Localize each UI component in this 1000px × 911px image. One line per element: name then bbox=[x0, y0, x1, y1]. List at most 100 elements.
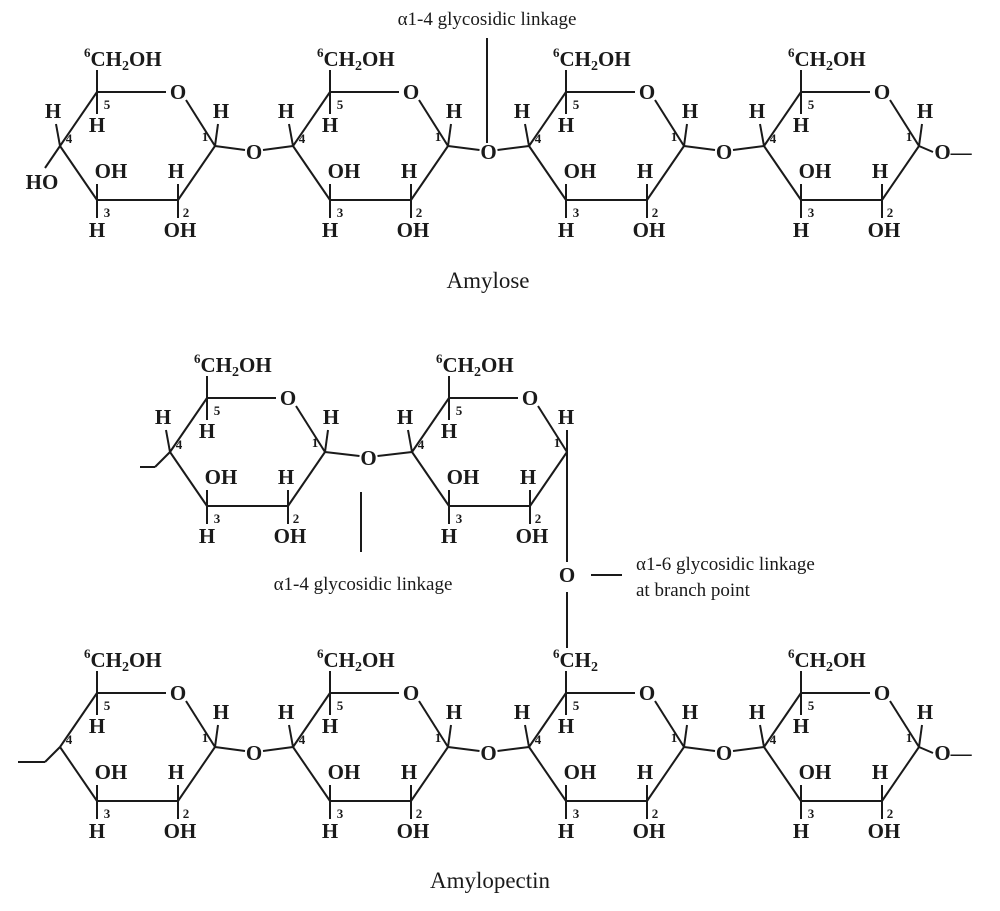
ring-amylopectin-1-bond-c3-c4 bbox=[59, 746, 98, 802]
ring-amylose-4-ch2oh-group: 6CH2OH bbox=[788, 45, 866, 74]
ring-amylopectin-3-bond-c1-h bbox=[683, 724, 688, 748]
ring-amylopectin-4-c3-number: 3 bbox=[808, 806, 815, 821]
ring-amylose-2-bond-c1-h bbox=[447, 123, 452, 147]
ring-amylopectin-4-bond-c1-c2 bbox=[881, 746, 920, 802]
ring-amylose-2-c4-hydrogen: H bbox=[278, 99, 294, 123]
ring-amylopectin-4-c2-hydroxyl: OH bbox=[868, 819, 901, 843]
ring-amylopectin-2-bond-o-c1 bbox=[418, 700, 449, 748]
ring-amylopectin-2-c3-hydroxyl: OH bbox=[328, 760, 361, 784]
ring-amylose-3-c2-hydrogen: H bbox=[637, 159, 653, 183]
ring-amylose-1-c5-number: 5 bbox=[104, 97, 111, 112]
ring-branch-1-c4-number: 4 bbox=[176, 437, 183, 452]
ring-amylose-3-ring-oxygen: O bbox=[639, 80, 655, 104]
ring-amylopectin-3-bond-o-c1 bbox=[654, 700, 685, 748]
ring-amylose-3-c1-number: 1 bbox=[671, 129, 678, 144]
ring-amylopectin-4-bond-o-c1 bbox=[889, 700, 920, 748]
amylopectin-link-1-oxygen: O bbox=[246, 741, 262, 765]
ring-amylose-1-c3-hydrogen: H bbox=[89, 218, 105, 242]
ring-branch-1-bond-c3-c4 bbox=[169, 451, 208, 507]
ring-amylopectin-2-c5-hydrogen: H bbox=[322, 714, 338, 738]
ring-amylopectin-2-bond-c4-h bbox=[288, 724, 294, 748]
ring-amylose-4-c3-hydroxyl: OH bbox=[799, 159, 832, 183]
ring-amylose-2-bond-c4-c5 bbox=[292, 91, 331, 147]
ring-branch-2-bond-c4-c5 bbox=[411, 397, 450, 453]
amylopectin-link-1-c1-o bbox=[214, 746, 246, 752]
ring-amylose-2-bond-c3-c4 bbox=[292, 145, 331, 201]
ring-amylose-3-bond-o-c1 bbox=[654, 99, 685, 147]
ring-amylose-3-c4-number: 4 bbox=[535, 131, 542, 146]
ring-amylopectin-4-ring-oxygen: O bbox=[874, 681, 890, 705]
ring-amylose-1-bond-o-c1 bbox=[185, 99, 216, 147]
ring-amylose-2-c5-number: 5 bbox=[337, 97, 344, 112]
ring-branch-2-c4-number: 4 bbox=[418, 437, 425, 452]
ring-amylopectin-4-c4-number: 4 bbox=[770, 732, 777, 747]
ring-branch-2-c3-number: 3 bbox=[456, 511, 463, 526]
ring-amylopectin-1-bond-c1-c2 bbox=[177, 746, 216, 802]
ring-amylose-2-c3-hydrogen: H bbox=[322, 218, 338, 242]
ring-amylose-1-c3-number: 3 bbox=[104, 205, 111, 220]
amylose-link-2-oxygen: O bbox=[480, 140, 496, 164]
ring-amylopectin-2-ch2oh-group: 6CH2OH bbox=[317, 646, 395, 675]
amylopectin-chain-end-oxygen: O— bbox=[934, 741, 972, 765]
ring-amylose-2-c2-number: 2 bbox=[416, 205, 423, 220]
ring-amylose-4-c1-number: 1 bbox=[906, 129, 913, 144]
ring-branch-2-c1-hydrogen: H bbox=[558, 405, 574, 429]
ring-branch-2-c5-number: 5 bbox=[456, 403, 463, 418]
amylose-link-1-c1-o bbox=[214, 145, 246, 151]
ring-amylopectin-2-c5-number: 5 bbox=[337, 698, 344, 713]
ring-amylose-4-c5-hydrogen: H bbox=[793, 113, 809, 137]
amylopectin-caption: Amylopectin bbox=[430, 868, 551, 893]
ring-amylose-2-bond-o-c1 bbox=[418, 99, 449, 147]
ring-amylose-3-bond-c3-c4 bbox=[528, 145, 567, 201]
branch-link-1-oxygen: O bbox=[360, 446, 376, 470]
ring-amylose-3-c3-hydrogen: H bbox=[558, 218, 574, 242]
ring-amylopectin-2-c1-hydrogen: H bbox=[446, 700, 462, 724]
ring-branch-1-bond-c4-c5 bbox=[169, 397, 208, 453]
alpha-1-6-linkage-label: α1-6 glycosidic linkage bbox=[636, 554, 815, 575]
ring-amylopectin-2-c3-number: 3 bbox=[337, 806, 344, 821]
branch-link-1-c1-o bbox=[324, 451, 360, 457]
ring-amylose-3-bond-c1-h bbox=[683, 123, 688, 147]
ring-amylopectin-1-bond-c1-h bbox=[214, 724, 219, 748]
ring-branch-1-c1-hydrogen: H bbox=[323, 405, 339, 429]
ring-amylose-3-c5-number: 5 bbox=[573, 97, 580, 112]
ring-amylose-4-c1-hydrogen: H bbox=[917, 99, 933, 123]
ring-branch-1-c1-number: 1 bbox=[312, 435, 319, 450]
ring-branch-1-c5-hydrogen: H bbox=[199, 419, 215, 443]
amylopectin-link-1-o-c4 bbox=[262, 746, 294, 752]
ring-amylopectin-3-c1-number: 1 bbox=[671, 730, 678, 745]
ring-amylose-3-c4-hydrogen: H bbox=[514, 99, 530, 123]
ring-amylose-1-ring-oxygen: O bbox=[170, 80, 186, 104]
amylose-link-3-c1-o bbox=[683, 145, 716, 151]
ring-amylopectin-1-ring-oxygen: O bbox=[170, 681, 186, 705]
amylose-chain-end-bond bbox=[918, 145, 934, 153]
amylopectin-link-2-c1-o bbox=[447, 746, 480, 752]
ring-amylose-1-bond-c4-h bbox=[55, 123, 61, 147]
ring-branch-2-c3-hydroxyl: OH bbox=[447, 465, 480, 489]
ring-amylose-4-bond-o-c1 bbox=[889, 99, 920, 147]
ring-amylose-3-c1-hydrogen: H bbox=[682, 99, 698, 123]
ring-branch-1-c4-hydrogen: H bbox=[155, 405, 171, 429]
ring-amylose-1-bond-c1-c2 bbox=[177, 145, 216, 201]
ring-amylopectin-3-bond-c1-c2 bbox=[646, 746, 685, 802]
ring-amylose-4-c3-hydrogen: H bbox=[793, 218, 809, 242]
ring-amylopectin-1-c3-hydrogen: H bbox=[89, 819, 105, 843]
ring-amylopectin-1-c4-number: 4 bbox=[66, 732, 73, 747]
ring-branch-2-bond-c4-h bbox=[407, 429, 413, 453]
amylose-link-2-o-c4 bbox=[497, 145, 530, 151]
ring-amylopectin-3-c3-number: 3 bbox=[573, 806, 580, 821]
ring-amylopectin-2-c2-hydrogen: H bbox=[401, 760, 417, 784]
ring-amylose-1-c2-hydrogen: H bbox=[168, 159, 184, 183]
ring-amylopectin-1-c5-hydrogen: H bbox=[89, 714, 105, 738]
ring-branch-1-c3-hydrogen: H bbox=[199, 524, 215, 548]
ring-amylose-1-c1-hydrogen: H bbox=[213, 99, 229, 123]
ring-amylopectin-4-c4-hydrogen: H bbox=[749, 700, 765, 724]
ring-amylose-2-c2-hydrogen: H bbox=[401, 159, 417, 183]
ring-amylopectin-1-c1-number: 1 bbox=[202, 730, 209, 745]
branch-link-1-o-c4 bbox=[377, 451, 413, 457]
ring-amylopectin-4-c1-number: 1 bbox=[906, 730, 913, 745]
ring-amylopectin-4-c1-hydrogen: H bbox=[917, 700, 933, 724]
ring-amylopectin-4-bond-c4-h bbox=[759, 724, 765, 748]
ring-amylose-3-ch2oh-group: 6CH2OH bbox=[553, 45, 631, 74]
